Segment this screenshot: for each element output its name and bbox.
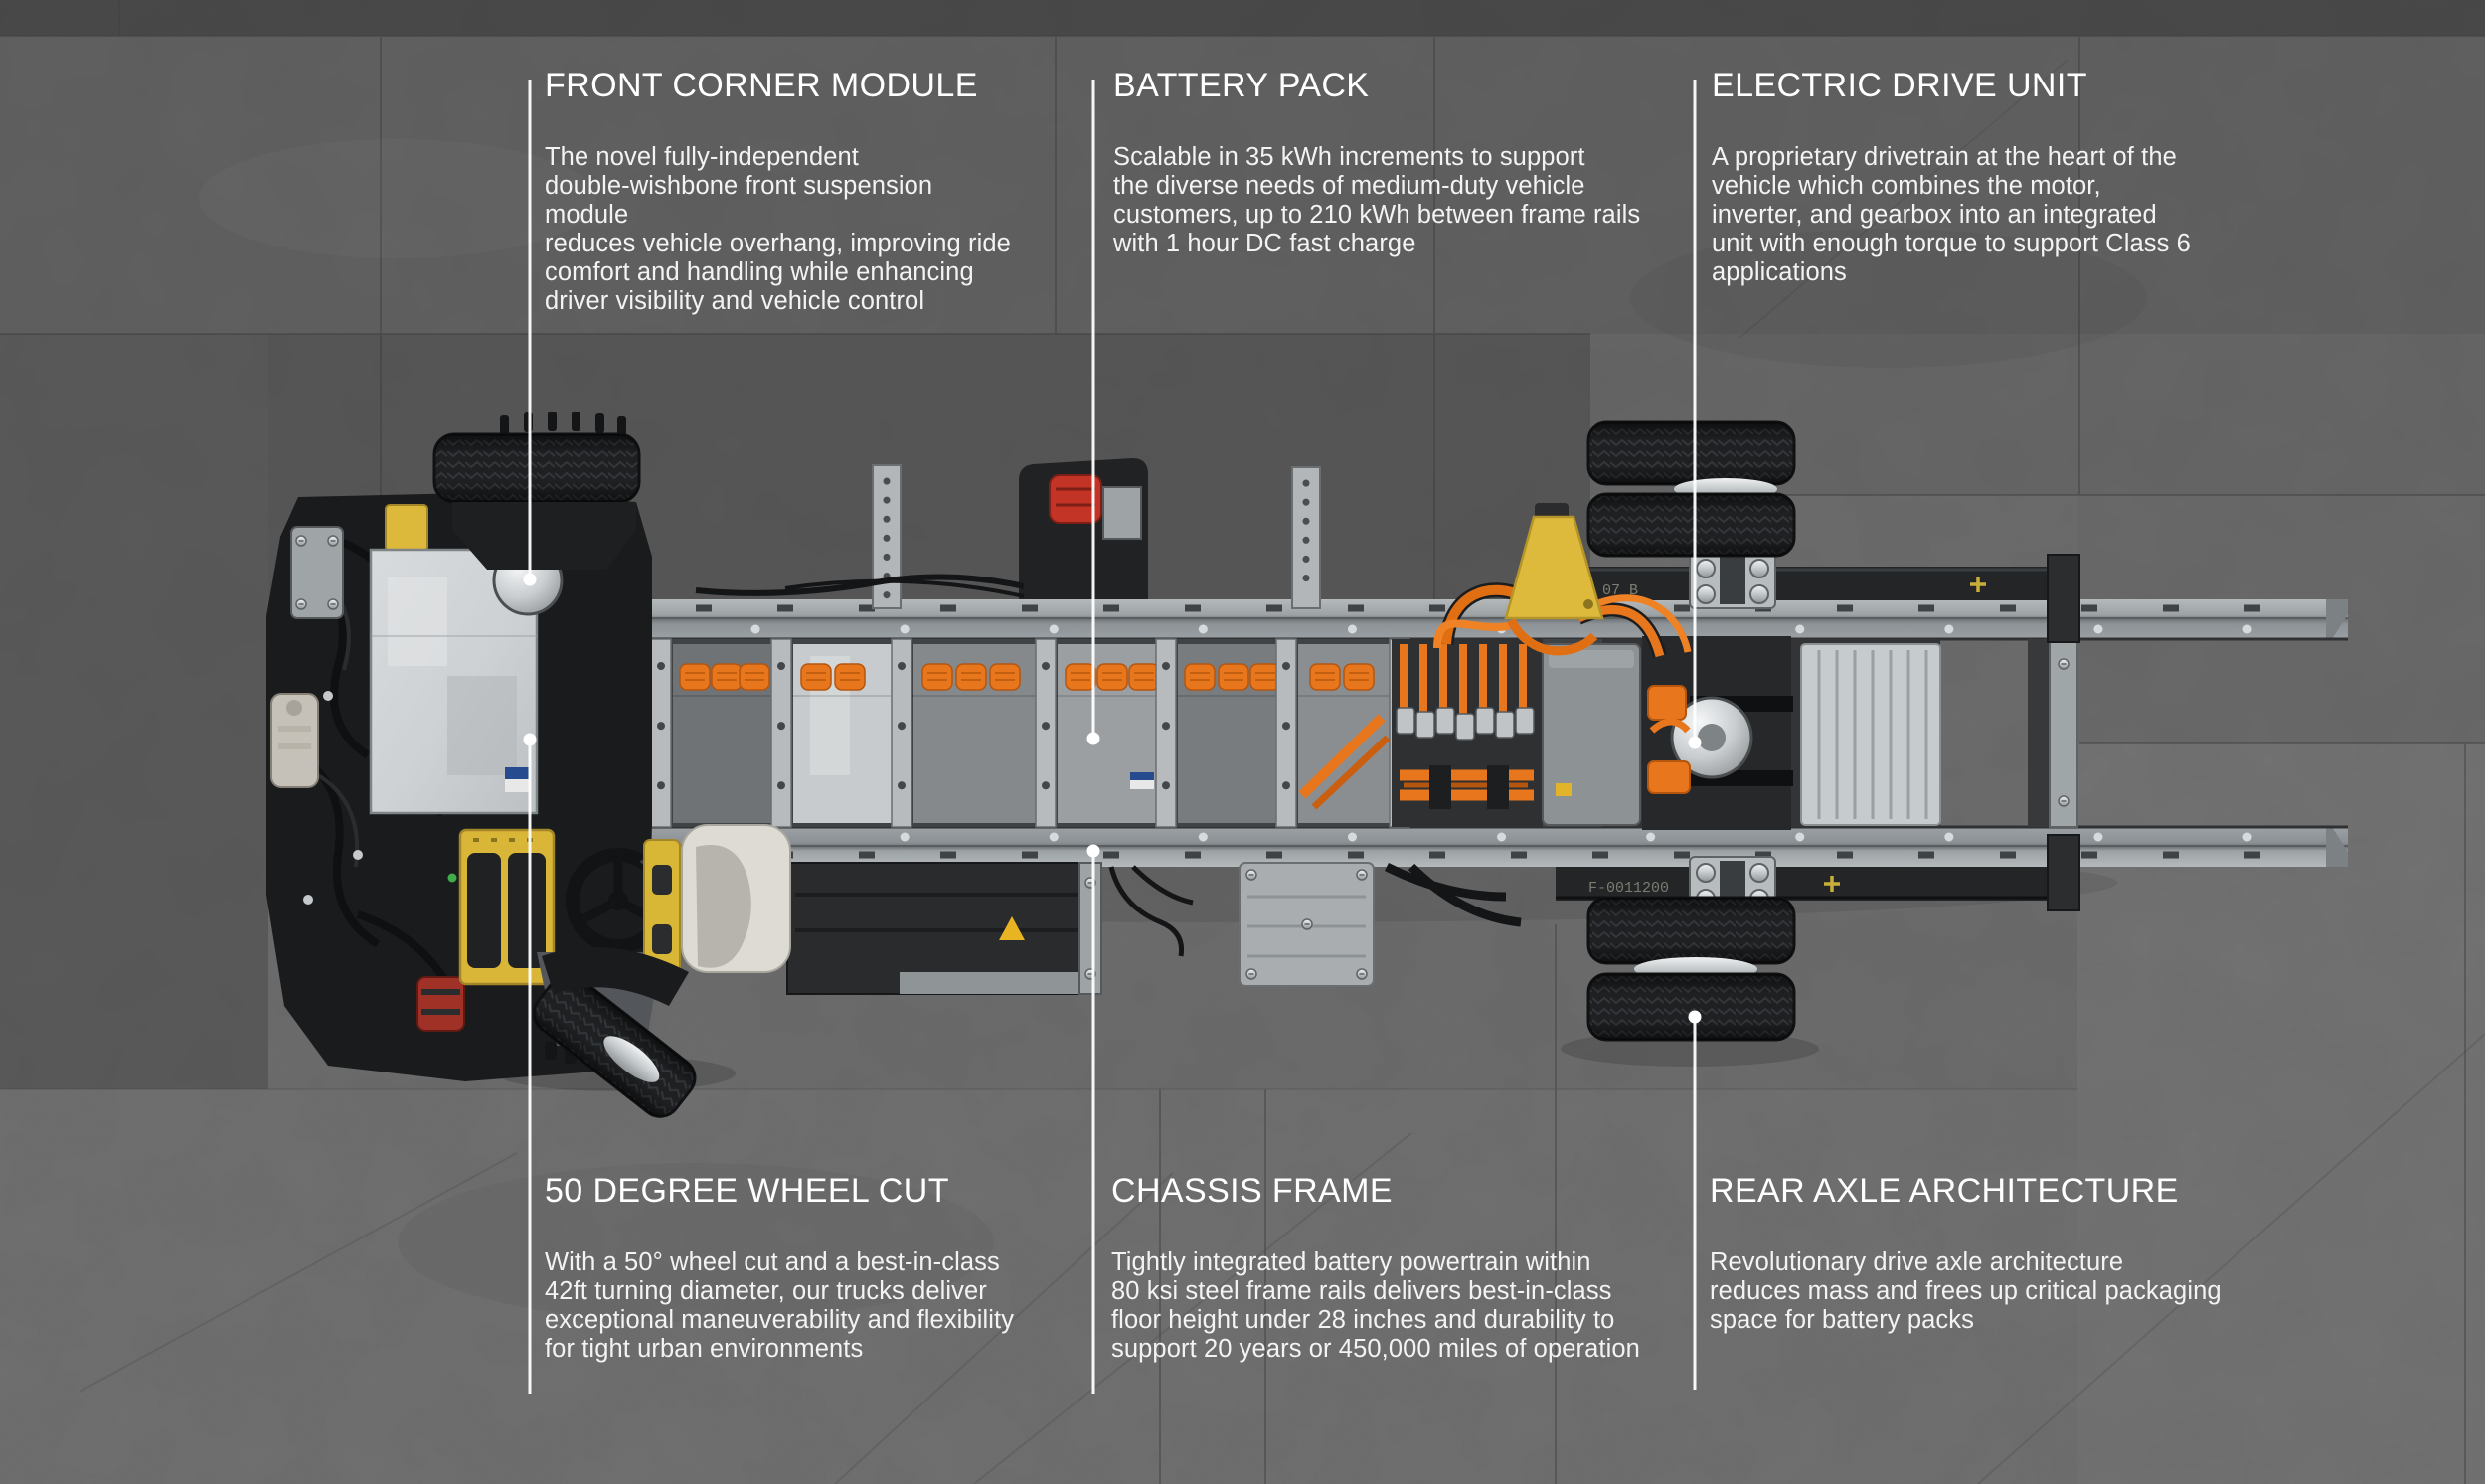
electric-drive-unit — [1642, 636, 1793, 830]
callout-body-electric-drive-unit: A proprietary drivetrain at the heart of… — [1712, 143, 2191, 286]
callout-body-battery-pack: Scalable in 35 kWh increments to support… — [1113, 143, 1641, 257]
ribbed-battery-box — [1800, 643, 1941, 826]
rear-crossmember — [2049, 638, 2078, 828]
electric-drive-unit-dot — [1688, 736, 1702, 749]
battery-pack-dot — [1086, 732, 1100, 745]
mount-post-left — [872, 464, 902, 609]
callout-lines — [528, 80, 1697, 1394]
wheel-cut-dot — [523, 733, 537, 746]
callout-heading-fifty-degree-wheel-cut: 50 DEGREE WHEEL CUT — [545, 1172, 949, 1210]
underslung-battery-box — [786, 862, 1102, 995]
frame-stencil-bottom: F-0011200 — [1588, 880, 1669, 897]
callout-body-rear-axle-architecture: Revolutionary drive axle architecture re… — [1710, 1248, 2222, 1334]
inverter-box — [1542, 643, 1641, 826]
callout-fifty-degree-wheel-cut: 50 DEGREE WHEEL CUT With a 50° wheel cut… — [545, 1171, 1042, 1364]
hub-bolt-plate-top — [1689, 552, 1776, 609]
front-wheel-top — [432, 412, 641, 570]
rear-wheels-bottom — [1586, 896, 1796, 1042]
warning-triangle-icon — [999, 916, 1025, 940]
battery-modules — [673, 644, 1391, 823]
callout-front-corner-module: FRONT CORNER MODULE The novel fully-inde… — [545, 66, 1022, 316]
rear-axle-beam-top: 07 B — [1556, 552, 2080, 643]
front-corner-module-dot — [523, 573, 537, 586]
callout-body-front-corner-module: The novel fully-independent double-wishb… — [545, 143, 1011, 315]
callout-body-fifty-degree-wheel-cut: With a 50° wheel cut and a best-in-class… — [545, 1248, 1015, 1363]
chassis-frame-dot — [1086, 844, 1100, 858]
callout-body-chassis-frame: Tightly integrated battery powertrain wi… — [1111, 1248, 1640, 1363]
gearbox-cover-panel — [1239, 862, 1375, 987]
yellow-hv-bracket — [1504, 503, 1604, 620]
callout-dots — [523, 573, 1702, 1024]
callout-heading-chassis-frame: CHASSIS FRAME — [1111, 1172, 1393, 1210]
rooftop-charge-unit — [695, 458, 1148, 599]
rear-axle-dot — [1688, 1010, 1702, 1024]
callout-rear-axle-architecture: REAR AXLE ARCHITECTURE Revolutionary dri… — [1710, 1171, 2227, 1335]
callout-heading-electric-drive-unit: ELECTRIC DRIVE UNIT — [1712, 67, 2087, 104]
reservoir-tank — [270, 693, 319, 788]
red-component — [1049, 474, 1102, 524]
callout-heading-front-corner-module: FRONT CORNER MODULE — [545, 67, 978, 104]
mount-post-right — [1291, 466, 1321, 609]
callout-battery-pack: BATTERY PACK Scalable in 35 kWh incremen… — [1113, 66, 1650, 258]
frame-rail-bottom — [641, 825, 2348, 867]
driver-seat — [681, 824, 791, 973]
callout-heading-battery-pack: BATTERY PACK — [1113, 67, 1370, 104]
brake-cables — [1108, 862, 1522, 957]
callout-heading-rear-axle-architecture: REAR AXLE ARCHITECTURE — [1710, 1172, 2179, 1210]
red-unit — [416, 976, 465, 1032]
truck-chassis-top-view: 07 B F-0011200 — [266, 412, 2348, 1118]
module-cross-straps — [650, 638, 1410, 828]
front-fender — [542, 947, 689, 1006]
yellow-block — [385, 504, 428, 552]
callout-chassis-frame: CHASSIS FRAME Tightly integrated battery… — [1111, 1171, 1668, 1364]
alignment-cross-bottom — [1824, 876, 1840, 892]
rear-wheels-top — [1586, 420, 1796, 558]
front-wheel-bottom-steered — [532, 973, 697, 1118]
hv-junction-cluster — [1392, 639, 1543, 827]
warning-sticker-small — [1556, 783, 1572, 796]
front-battery-box — [369, 548, 539, 815]
alignment-cross-top — [1970, 577, 1986, 592]
callout-electric-drive-unit: ELECTRIC DRIVE UNIT A proprietary drivet… — [1712, 66, 2229, 287]
